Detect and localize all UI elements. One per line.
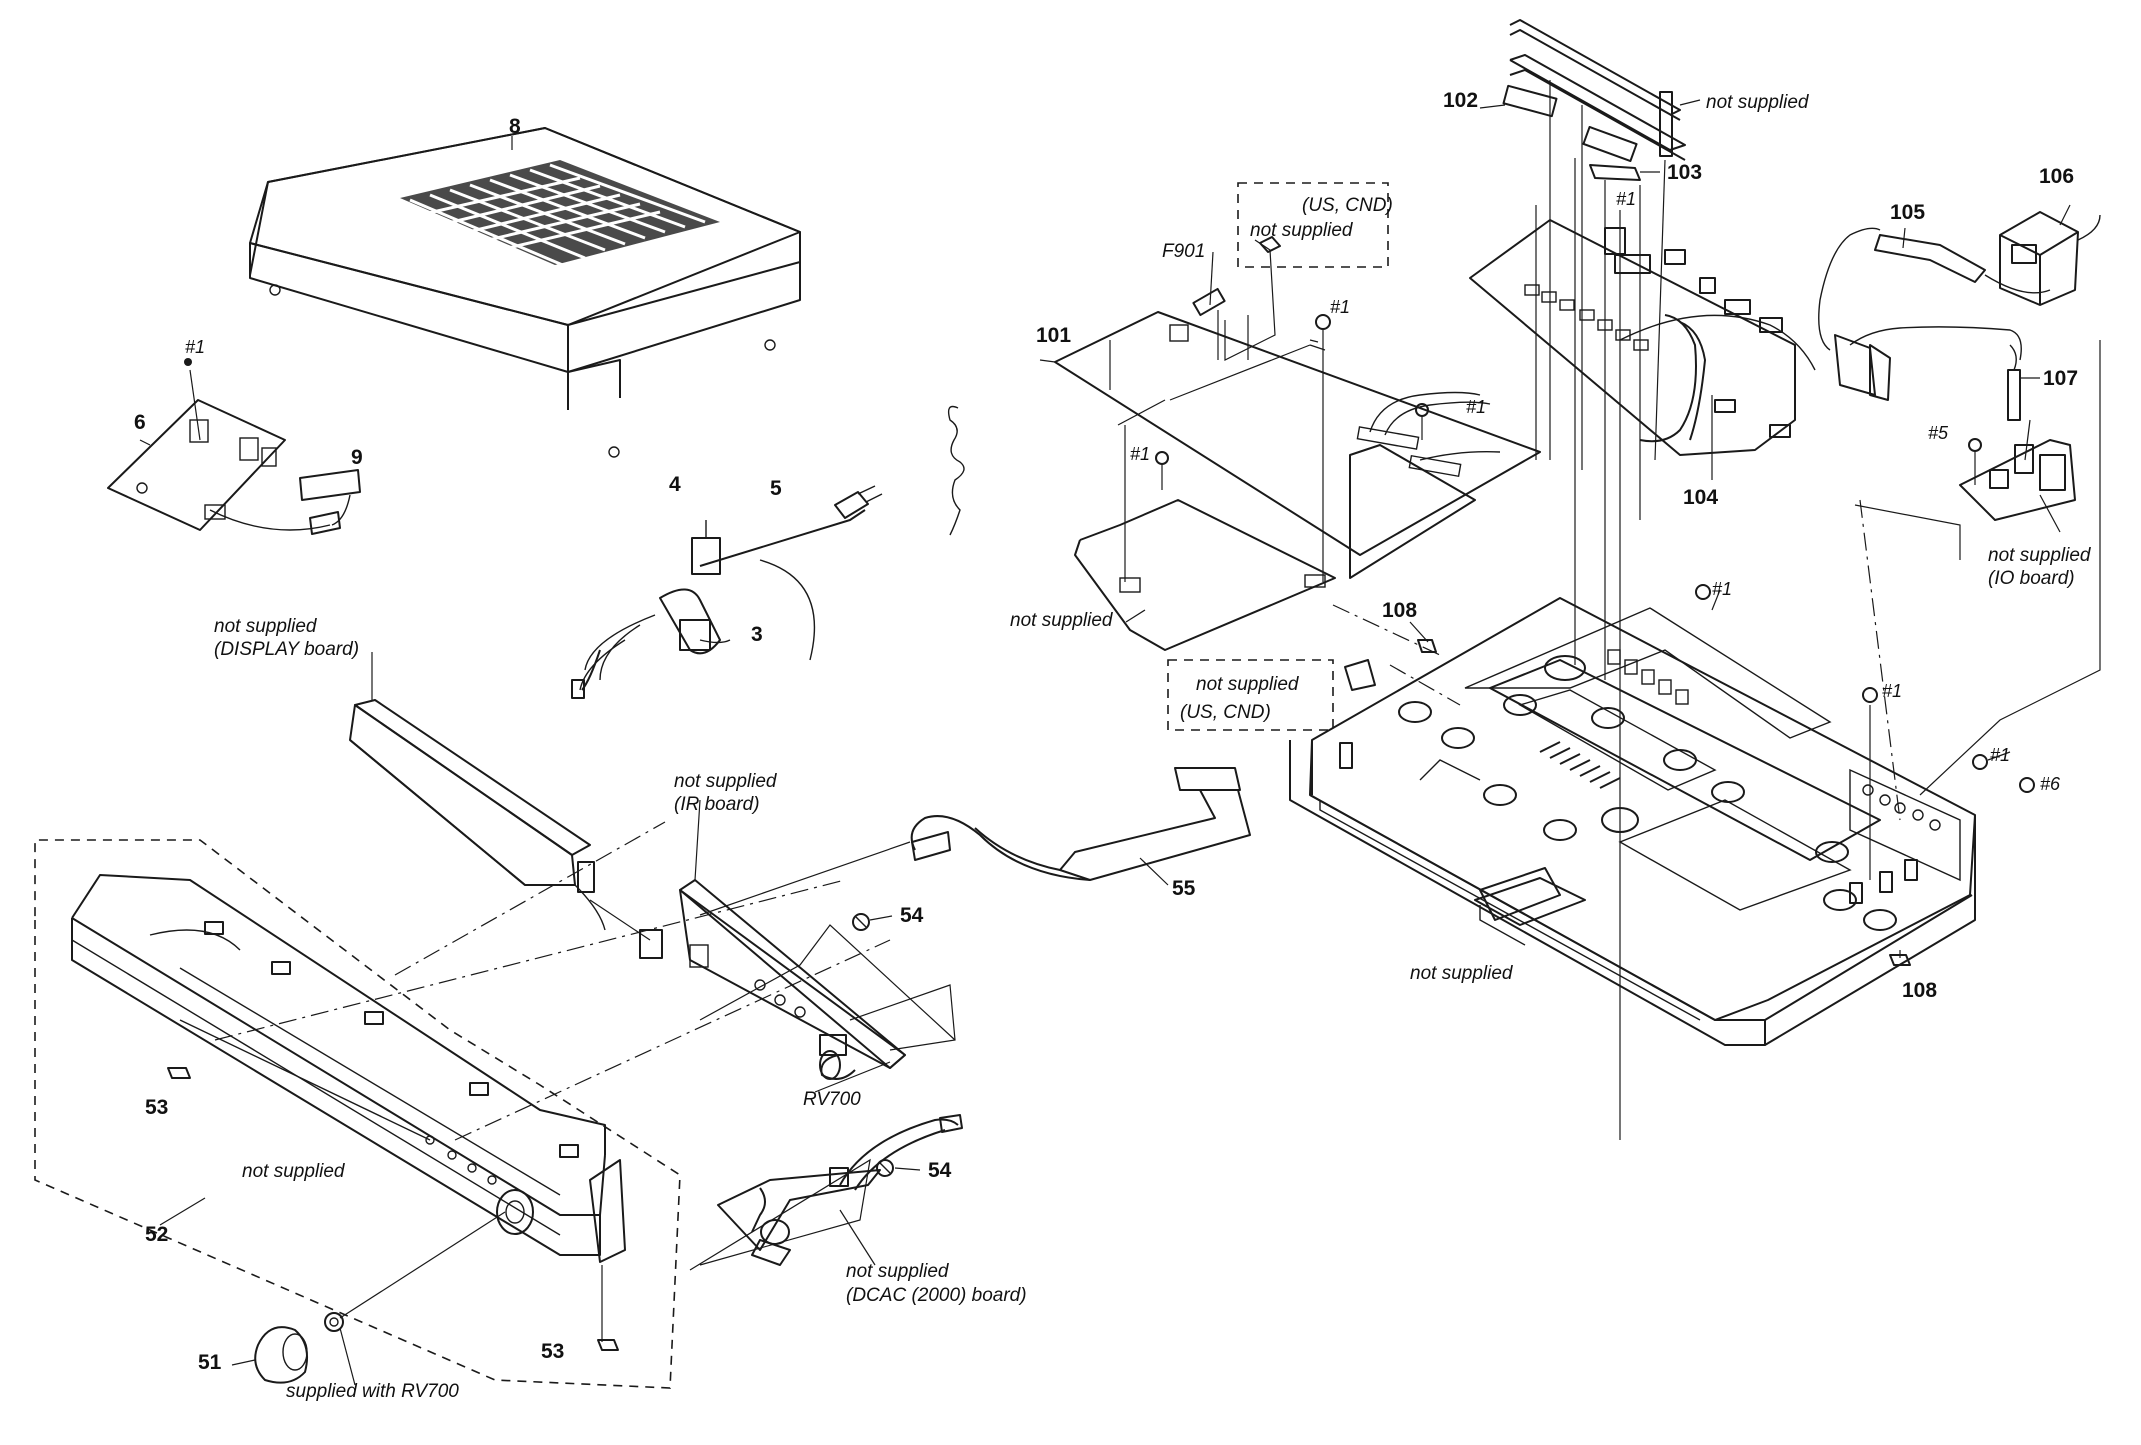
region-box-upper <box>1237 182 1389 268</box>
cable-part-105 <box>1874 227 2051 294</box>
note-supplied-with-rv700: supplied with RV700 <box>286 1381 459 1402</box>
screw-label-6: #6 <box>2040 774 2061 794</box>
connector-part-107 <box>2007 344 2040 421</box>
note-front-panel-not-supplied: not supplied <box>242 1161 345 1182</box>
screw-chassis-1 <box>1695 584 1711 600</box>
screw-54-upper <box>852 913 893 931</box>
io-board <box>1854 340 2101 796</box>
region-box-lower <box>1167 659 1334 731</box>
note-tray-not-supplied: not supplied <box>1010 610 1113 631</box>
screw-chassis-2 <box>1862 687 1878 703</box>
note-io-board: (IO board) <box>1988 568 2075 589</box>
clip-108-lower <box>1889 954 1911 966</box>
note-display-board: (DISPLAY board) <box>214 639 360 660</box>
note-io-not-supplied: not supplied <box>1988 545 2091 566</box>
screw-label-1c: #1 <box>1330 297 1351 317</box>
callout-54-lower: 54 <box>928 1159 952 1182</box>
label-f901: F901 <box>1162 241 1206 262</box>
callout-8: 8 <box>509 115 521 138</box>
callout-6: 6 <box>134 411 146 434</box>
board-part-104 <box>1469 219 2022 480</box>
top-cover-part-8 <box>249 127 801 458</box>
callout-3: 3 <box>751 623 763 646</box>
note-region-upper: (US, CND) <box>1302 195 1393 216</box>
callout-101: 101 <box>1036 324 1072 347</box>
screw-label-1d: #1 <box>1466 397 1487 417</box>
screw-label-1a: #1 <box>185 337 206 357</box>
callout-107: 107 <box>2043 367 2079 390</box>
board-101-lower <box>1349 391 1501 579</box>
callout-102: 102 <box>1443 89 1479 112</box>
screw-101-right <box>1415 403 1429 440</box>
screw-label-1h: #1 <box>1990 745 2011 765</box>
callout-55: 55 <box>1172 877 1196 900</box>
tray-not-supplied-101 <box>1074 344 1336 651</box>
front-panel <box>71 874 626 1263</box>
note-ir-not-supplied: not supplied <box>674 771 777 792</box>
callout-53-right: 53 <box>541 1340 565 1363</box>
flat-cable-part-55 <box>910 767 1251 886</box>
callout-104: 104 <box>1683 486 1719 509</box>
screw-chassis-4 <box>2019 777 2035 793</box>
clip-108-upper <box>1417 639 1437 653</box>
slide-not-supplied <box>1474 877 1586 946</box>
note-region-lower: (US, CND) <box>1180 702 1271 723</box>
note-dcac-not-supplied: not supplied <box>846 1261 949 1282</box>
callout-53-left: 53 <box>145 1096 169 1119</box>
group-52-outline <box>34 839 681 1389</box>
scribble-mark <box>947 405 965 536</box>
screw-label-5: #5 <box>1928 423 1949 443</box>
screw-label-1g: #1 <box>1882 681 1903 701</box>
chassis <box>1289 597 1976 1046</box>
callout-105: 105 <box>1890 201 1926 224</box>
clip-53-right <box>597 1339 619 1351</box>
note-stack-not-supplied: not supplied <box>1706 92 1809 113</box>
screw-label-1e: #1 <box>1130 444 1151 464</box>
note-dcac-board: (DCAC (2000) board) <box>846 1285 1027 1306</box>
callout-106: 106 <box>2039 165 2075 188</box>
callout-51: 51 <box>198 1351 222 1374</box>
callout-54-upper: 54 <box>900 904 924 927</box>
bracket-stack-102-103 <box>1479 19 1701 470</box>
part-106 <box>1999 204 2101 306</box>
screw-label-1b: #1 <box>1616 189 1637 209</box>
note-region-lower-not-supplied: not supplied <box>1196 674 1299 695</box>
callout-9: 9 <box>351 446 363 469</box>
board-part-6 <box>107 358 286 531</box>
label-rv700: RV700 <box>803 1089 861 1110</box>
callout-103: 103 <box>1667 161 1703 184</box>
display-board <box>349 699 606 931</box>
screw-101-left <box>1155 451 1169 490</box>
ir-board <box>639 879 906 1080</box>
note-ir-board: (IR board) <box>674 794 760 815</box>
callout-52: 52 <box>145 1223 169 1246</box>
callout-108-lower: 108 <box>1902 979 1938 1002</box>
note-slide-not-supplied: not supplied <box>1410 963 1513 984</box>
clip-53-left <box>167 1067 191 1079</box>
screw-chassis-3 <box>1972 754 1988 770</box>
screw-label-1f: #1 <box>1712 579 1733 599</box>
screw-54-lower <box>876 1159 921 1177</box>
knob-part-51 <box>231 1211 506 1386</box>
callout-5: 5 <box>770 477 782 500</box>
callout-4: 4 <box>669 473 681 496</box>
note-region-upper-not-supplied: not supplied <box>1250 220 1353 241</box>
dcac-board <box>717 1114 963 1266</box>
note-display-not-supplied: not supplied <box>214 616 317 637</box>
callout-108-upper: 108 <box>1382 599 1418 622</box>
power-cord-parts-3-4-5 <box>571 485 883 699</box>
board-part-101 <box>1039 239 1541 582</box>
cable-part-9 <box>209 469 361 535</box>
